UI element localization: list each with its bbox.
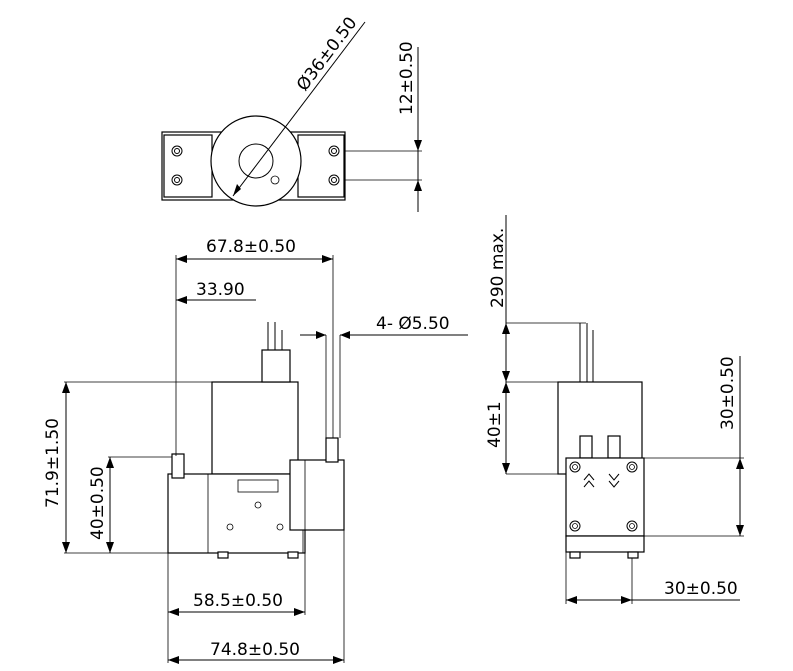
width-30-label: 30±0.50 xyxy=(664,579,738,599)
height-30-label: 30±0.50 xyxy=(718,356,738,430)
height-12-label: 12±0.50 xyxy=(397,41,417,115)
height-40-right-label: 40±1 xyxy=(485,401,505,448)
front-view xyxy=(62,255,468,664)
cable-label: 290 max. xyxy=(488,228,508,308)
side-view xyxy=(502,215,744,604)
height-719-label: 71.9±1.50 xyxy=(43,418,63,508)
width-339-label: 33.90 xyxy=(196,280,245,300)
width-748-label: 74.8±0.50 xyxy=(210,640,300,660)
width-585-label: 58.5±0.50 xyxy=(193,591,283,611)
diameter-label: Ø36±0.50 xyxy=(293,13,361,95)
height-40-left-label: 40±0.50 xyxy=(88,466,108,540)
width-678-label: 67.8±0.50 xyxy=(206,237,296,257)
holes-label: 4- Ø5.50 xyxy=(376,314,450,334)
top-view xyxy=(161,21,422,212)
